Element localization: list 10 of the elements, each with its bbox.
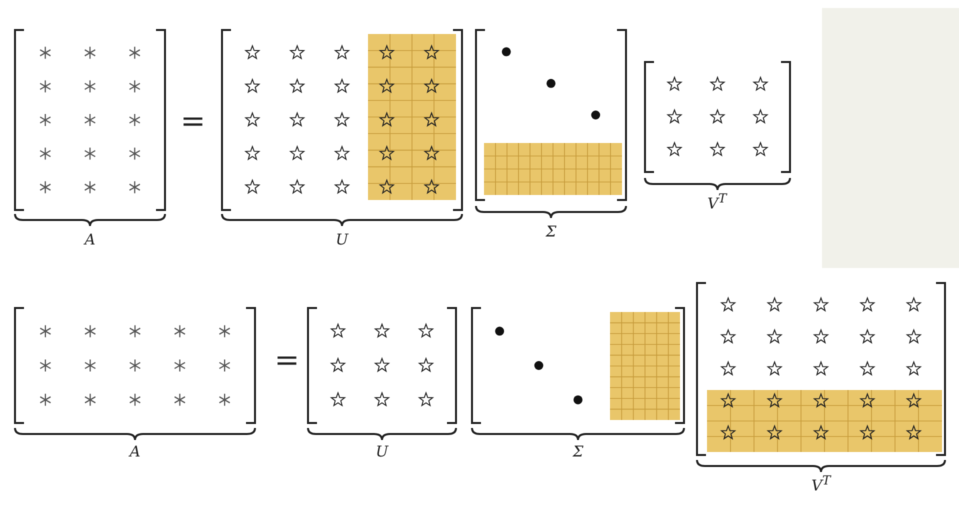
- equals-sign: =: [274, 346, 300, 376]
- matrix-label: A: [84, 232, 96, 248]
- matrix-label: V$^{T}$: [707, 192, 727, 212]
- matrix-label: A: [130, 444, 140, 460]
- matrix-label: U: [336, 232, 348, 248]
- matrix-label: Σ: [546, 224, 556, 240]
- matrix-label: V$^{T}$: [811, 474, 831, 494]
- matrix-label: U: [376, 444, 388, 460]
- matrix-label: Σ: [572, 444, 584, 460]
- equals-sign: =: [180, 107, 206, 137]
